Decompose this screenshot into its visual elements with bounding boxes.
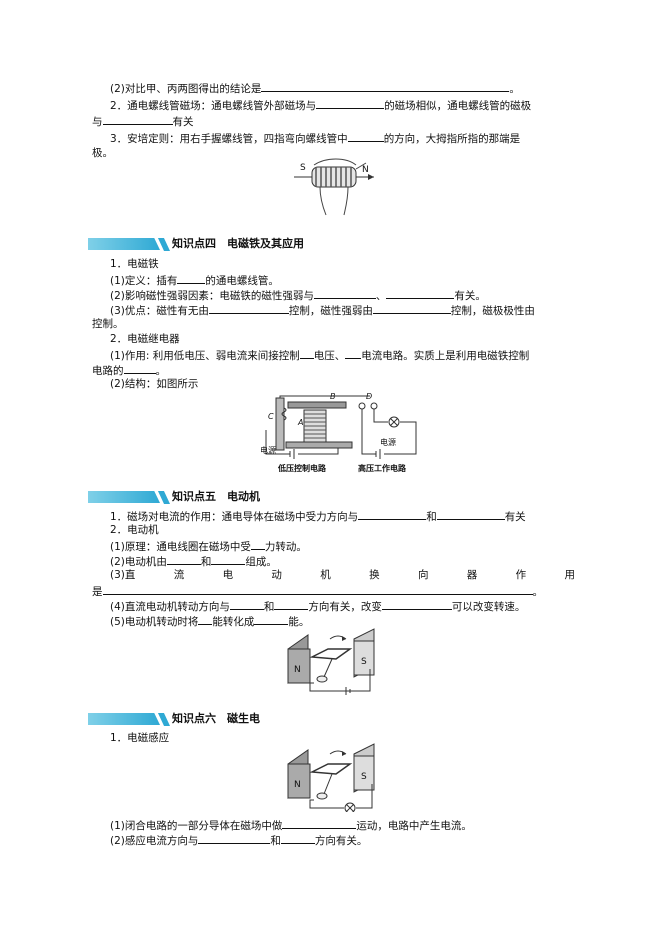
- blank[interactable]: [166, 553, 201, 565]
- section-title: 知识点四 电磁铁及其应用: [172, 237, 304, 250]
- blank[interactable]: [345, 347, 362, 359]
- text-line: 控制。: [92, 318, 124, 330]
- text-line: 1．电磁感应: [110, 732, 170, 744]
- blank[interactable]: [372, 302, 451, 314]
- relay-figure: B D C A 电源 电源 低压控制电路 高压工作电路: [258, 390, 428, 474]
- section-title: 知识点五 电动机: [172, 490, 260, 503]
- blank[interactable]: [208, 302, 289, 314]
- text-line: 电路的。: [92, 362, 166, 378]
- text-line: (5)电动机转动时将能转化成能。: [110, 613, 309, 629]
- motor-figure: N S: [284, 627, 380, 695]
- blank[interactable]: [177, 272, 206, 284]
- blank[interactable]: [358, 508, 427, 520]
- power-label: 电源: [380, 438, 396, 447]
- blank[interactable]: [198, 613, 213, 625]
- text-line: (1)定义：插有的通电螺线管。: [110, 272, 279, 288]
- text-line: (1)闭合电路的一部分导体在磁场中做运动，电路中产生电流。: [110, 817, 472, 833]
- section-header-6: 知识点六 磁生电: [88, 712, 388, 727]
- text-line: (2)感应电流方向与和方向有关。: [110, 832, 367, 848]
- low-voltage-label: 低压控制电路: [278, 464, 326, 473]
- n-pole-label: N: [294, 665, 301, 675]
- s-pole-label: S: [361, 657, 367, 667]
- blank[interactable]: [250, 538, 265, 550]
- text-line: (4)直流电动机转动方向与和方向有关，改变可以改变转速。: [110, 598, 525, 614]
- text-line: (2)结构：如图所示: [110, 378, 199, 390]
- text-line: (2)电动机由和组成。: [110, 553, 277, 569]
- section-header-5: 知识点五 电动机: [88, 490, 388, 505]
- blank[interactable]: [299, 347, 314, 359]
- blank[interactable]: [313, 287, 376, 299]
- s-pole-label: S: [300, 163, 306, 173]
- blank[interactable]: [229, 598, 264, 610]
- blank[interactable]: [274, 598, 309, 610]
- blank[interactable]: [316, 97, 385, 109]
- blank[interactable]: [386, 287, 455, 299]
- blank[interactable]: [282, 817, 357, 829]
- s-pole-label: S: [361, 772, 367, 782]
- text-line-justified: (3)直 流 电 动 机 换 向 器 作 用: [110, 569, 575, 581]
- text-line: (3)优点：磁性有无由控制，磁性强弱由控制，磁极极性由: [110, 302, 535, 318]
- relay-diagram: [265, 395, 417, 459]
- blank[interactable]: [102, 583, 533, 595]
- text-line: 3．安培定则：用右手握螺线管，四指弯向螺线管中的方向，大拇指所指的那端是: [110, 130, 520, 146]
- high-voltage-label: 高压工作电路: [358, 464, 406, 473]
- blank[interactable]: [347, 130, 384, 142]
- text-line: 1．磁场对电流的作用：通电导体在磁场中受力方向与和有关: [110, 508, 526, 524]
- induction-figure: N S: [284, 742, 380, 814]
- text-line: 2．电动机: [110, 524, 159, 536]
- right-hand-rule-figure: S N: [290, 155, 380, 217]
- text-line: 1．电磁铁: [110, 258, 159, 270]
- section-header-4: 知识点四 电磁铁及其应用: [88, 237, 388, 252]
- motor-diagram: [287, 628, 375, 695]
- text-line: (2)影响磁性强弱因素：电磁铁的磁性强弱与、有关。: [110, 287, 486, 303]
- hand-solenoid-illustration: [294, 158, 374, 216]
- blank[interactable]: [198, 832, 271, 844]
- text-line: (1)原理：通电线圈在磁场中受力转动。: [110, 538, 307, 554]
- induction-diagram: [287, 743, 375, 814]
- blank[interactable]: [261, 80, 510, 92]
- blank[interactable]: [381, 598, 452, 610]
- power-label: 电源: [260, 446, 276, 455]
- blank[interactable]: [254, 613, 289, 625]
- text-line: (2)对比甲、丙两图得出的结论是。: [110, 80, 520, 96]
- blank[interactable]: [436, 508, 505, 520]
- text-line: 2．电磁继电器: [110, 333, 180, 345]
- blank[interactable]: [211, 553, 246, 565]
- text-line: (1)作用: 利用低电压、弱电流来间接控制电压、电流电路。实质上是利用电磁铁控制: [110, 347, 529, 363]
- blank[interactable]: [280, 832, 315, 844]
- blank[interactable]: [102, 113, 173, 125]
- text-line: 与有关: [92, 113, 194, 129]
- text-line: 是。: [92, 583, 543, 599]
- n-pole-label: N: [294, 780, 301, 790]
- n-pole-label: N: [362, 165, 369, 175]
- text-line: 极。: [92, 147, 113, 159]
- blank[interactable]: [123, 362, 156, 374]
- section-title: 知识点六 磁生电: [172, 712, 260, 725]
- text-line: 2．通电螺线管磁场：通电螺线管外部磁场与的磁场相似，通电螺线管的磁极: [110, 97, 531, 113]
